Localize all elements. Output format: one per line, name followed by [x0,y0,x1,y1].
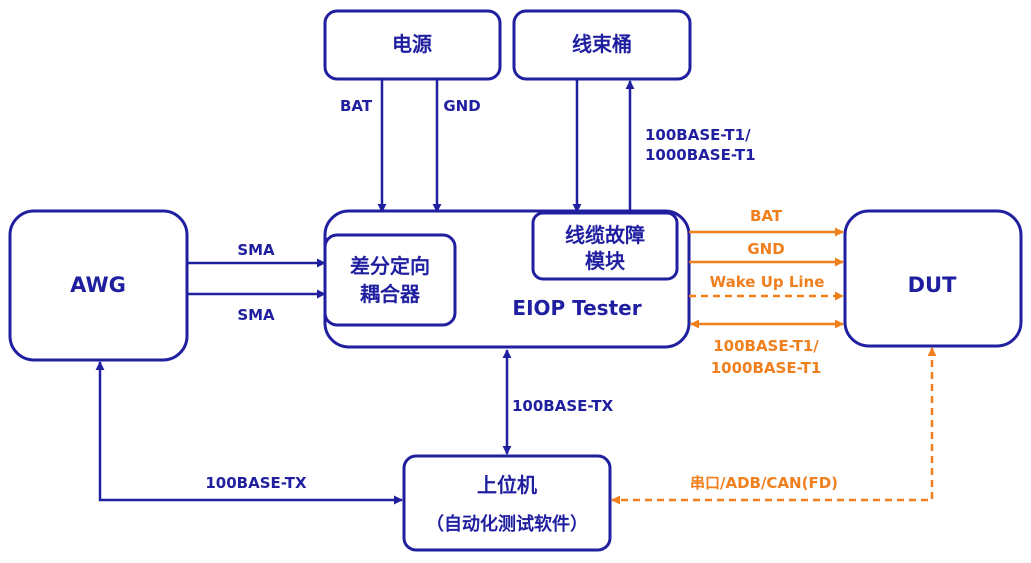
dut-gnd-label: GND [747,240,784,258]
dut-wake-label: Wake Up Line [710,273,825,291]
host-label-2: （自动化测试软件） [426,513,588,535]
cable-fault-label-1: 线缆故障 [565,223,645,247]
harness-label: 线束桶 [572,32,632,56]
cable-fault-label-2: 模块 [585,249,626,273]
t1-label-2: 1000BASE-T1 [645,146,756,164]
t1-label-1: 100BASE-T1/ [645,126,751,144]
cable-fault-box [531,211,679,281]
dut-bat-label: BAT [750,207,783,225]
host-box [402,454,612,552]
dut-t1-label-1: 100BASE-T1/ [713,337,819,355]
dut-box [843,209,1023,348]
serial-arrow [611,347,937,505]
sma-top-label: SMA [237,241,275,259]
dut-label: DUT [908,273,957,297]
sma-bottom-label: SMA [237,306,275,324]
gnd-label: GND [443,97,480,115]
awg-host-arrow [95,361,403,505]
coupler-box [323,233,457,327]
power-label: 电源 [392,32,432,56]
eiop-label: EIOP Tester [512,296,641,320]
host-label-1: 上位机 [477,473,537,497]
coupler-label-2: 耦合器 [360,282,421,306]
awg-label: AWG [70,273,126,297]
eiop-host-label: 100BASE-TX [512,397,614,415]
awg-box [8,209,189,362]
awg-host-label: 100BASE-TX [205,474,307,492]
harness-box [512,9,692,81]
bat-label: BAT [340,97,373,115]
serial-label: 串口/ADB/CAN(FD) [690,474,838,492]
power-box [323,9,502,81]
dut-t1-label-2: 1000BASE-T1 [711,359,822,377]
coupler-label-1: 差分定向 [350,254,430,278]
